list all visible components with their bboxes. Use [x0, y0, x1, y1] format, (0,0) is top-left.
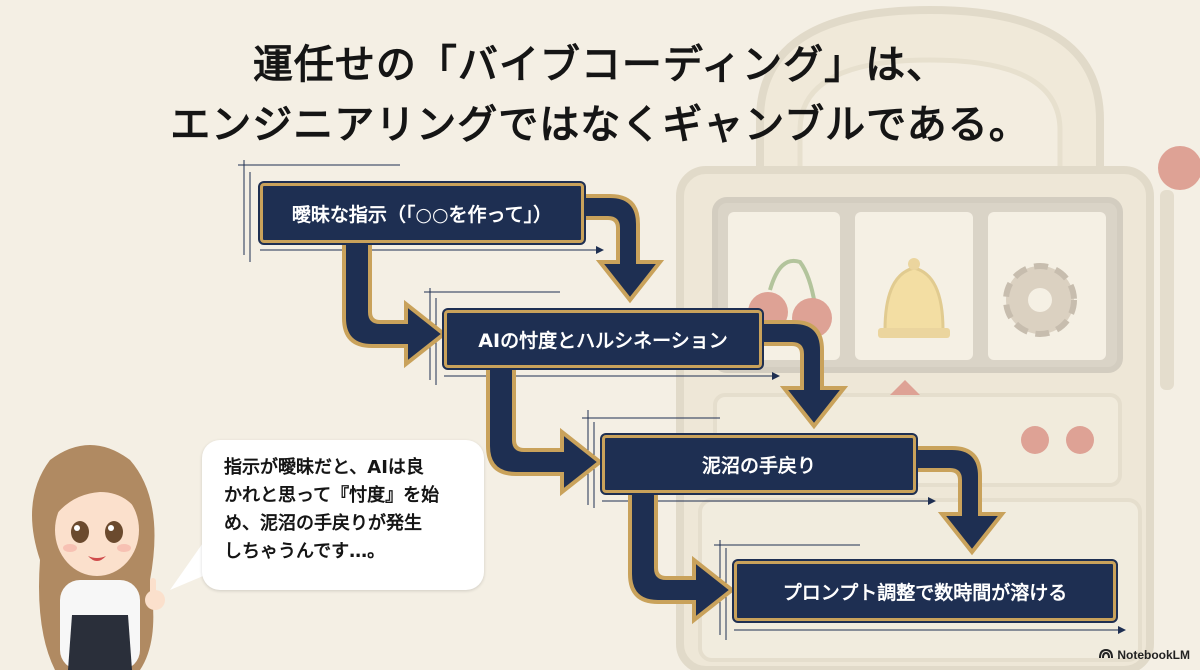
step-rework-quagmire: 泥沼の手戻り: [602, 435, 916, 493]
arrow-step3-to-step4: [914, 446, 1007, 556]
title-line-2: エンジニアリングではなくギャンブルである。: [170, 102, 1030, 148]
step-ambiguous-instruction: 曖昧な指示（「○○を作って」）: [260, 183, 584, 243]
watermark: NotebookLM: [1099, 647, 1190, 662]
arrow-step2-to-step3: [760, 320, 849, 430]
step-ai-hallucination: AIの忖度とハルシネーション: [444, 310, 762, 368]
arrow-left-2: [486, 366, 604, 497]
speech-line-3: め、泥沼の手戻りが発生: [224, 513, 422, 534]
notebooklm-logo-icon: [1099, 647, 1114, 662]
title-line-1: 運任せの「バイブコーディング」は、: [252, 42, 948, 88]
guide-lines: [238, 160, 1118, 640]
step-prompt-tuning-wasted-hours: プロンプト調整で数時間が溶ける: [734, 561, 1116, 621]
gear-icon: [1003, 263, 1077, 337]
character-illustration: [32, 445, 165, 670]
flow-arrows: [342, 194, 1007, 625]
speech-line-4: しちゃうんです…。: [224, 541, 386, 562]
arrow-left-1: [342, 241, 448, 369]
speech-bubble: 指示が曖昧だと、AIは良 かれと思って『忖度』を始 め、泥沼の手戻りが発生 しち…: [202, 440, 484, 590]
speech-line-2: かれと思って『忖度』を始: [224, 485, 440, 506]
watermark-label: NotebookLM: [1117, 647, 1190, 662]
arrow-left-3: [628, 491, 736, 625]
speech-line-1: 指示が曖昧だと、AIは良: [224, 457, 424, 478]
arrow-step1-to-step2: [582, 194, 665, 304]
guide-arrowheads: [596, 246, 1126, 634]
bell-icon: [878, 258, 950, 338]
